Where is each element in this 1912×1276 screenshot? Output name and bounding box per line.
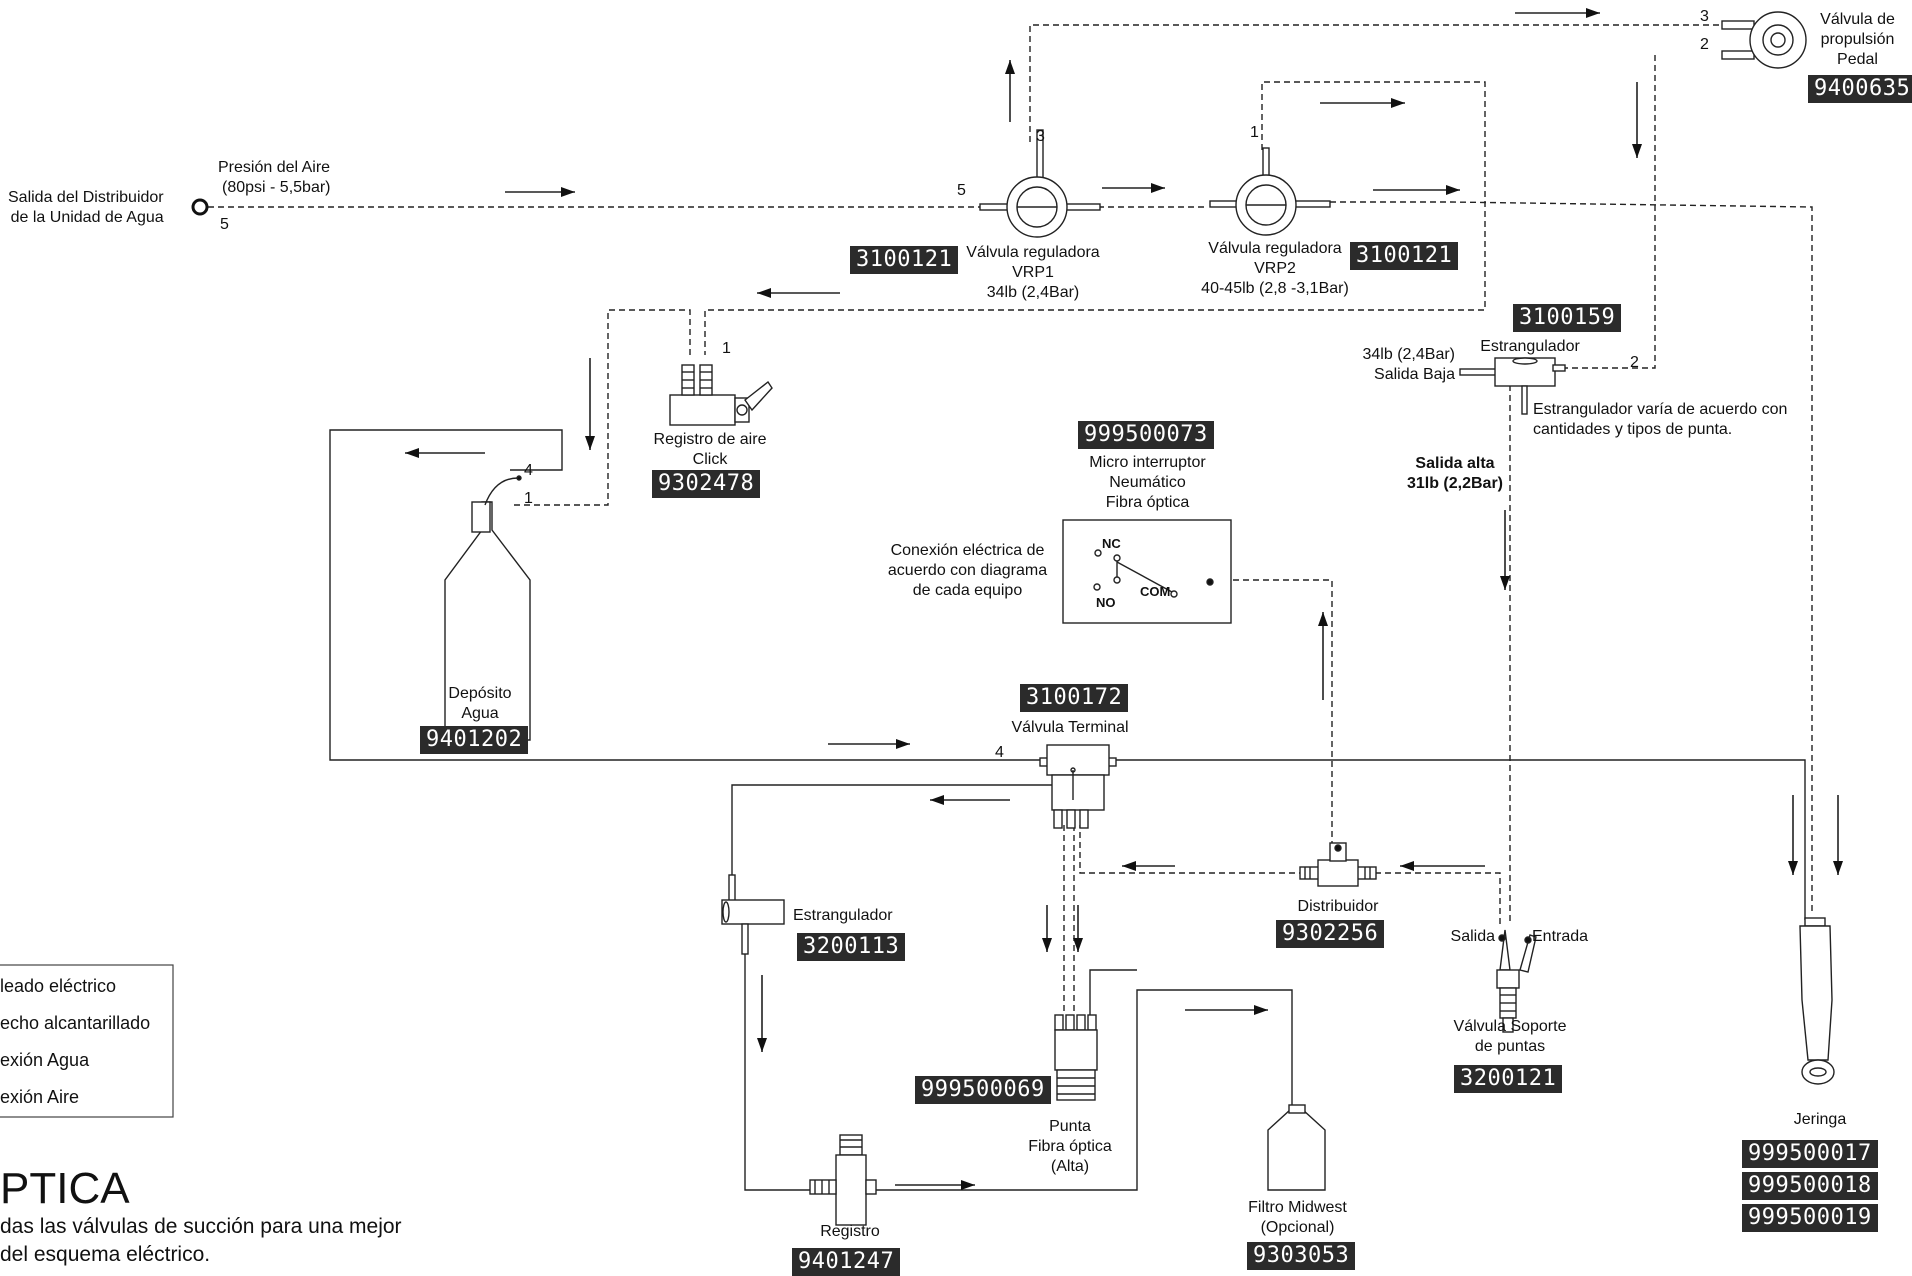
vrp1-label: Válvula reguladora VRP1 34lb (2,4Bar): [966, 244, 1100, 301]
terminal-port: 4: [995, 744, 1004, 761]
flow-arrows: [405, 8, 1843, 1190]
source-port-icon: [191, 198, 209, 216]
tank-code: 9401202: [420, 726, 529, 754]
footer-line-1: das las válvulas de succión para una mej…: [0, 1215, 402, 1238]
tip-support-in: Entrada: [1532, 928, 1589, 945]
micro-code: 999500073: [1078, 421, 1214, 449]
micro-switch-icon: [1062, 519, 1232, 624]
tip-support-label: Válvula Soporte de puntas: [1453, 1018, 1567, 1055]
legend-box: [0, 964, 174, 1118]
filter-icon: [1267, 1104, 1326, 1191]
choke-top-low-output: 34lb (2,4Bar) Salida Baja: [1362, 346, 1456, 383]
water-lines: [329, 429, 1806, 1191]
terminal-label: Válvula Terminal: [1011, 719, 1129, 736]
vrp1-code: 3100121: [850, 246, 959, 274]
choke-top-port: 2: [1630, 354, 1639, 371]
vrp2-valve-icon: [1209, 147, 1331, 236]
pedal-label: Válvula de propulsión Pedal: [1820, 11, 1895, 68]
tip-label: Punta Fibra óptica (Alta): [1028, 1118, 1112, 1175]
air-click-port: 1: [722, 340, 731, 357]
distributor-code: 9302256: [1276, 920, 1385, 948]
micro-nc: NC: [1102, 536, 1121, 551]
tank-port-1: 1: [524, 490, 533, 507]
air-lines: [208, 24, 1813, 1015]
choke-top-note: Estrangulador varía de acuerdo con canti…: [1533, 401, 1788, 438]
choke-top-icon: [1459, 357, 1566, 415]
tip-support-code: 3200121: [1454, 1065, 1563, 1093]
tip-code: 999500069: [915, 1076, 1051, 1104]
vrp2-code: 3100121: [1350, 242, 1459, 270]
legend-item-drain: echo alcantarillado: [0, 1013, 151, 1033]
choke-bottom-code: 3200113: [797, 933, 906, 961]
syringe-code-3: 999500019: [1742, 1204, 1878, 1232]
pedal-port-3: 3: [1700, 8, 1709, 25]
air-click-code: 9302478: [652, 470, 761, 498]
syringe-icon: [1799, 917, 1835, 1085]
micro-label: Micro interruptor Neumático Fibra óptica: [1089, 454, 1206, 511]
syringe-code-2: 999500018: [1742, 1172, 1878, 1200]
choke-bottom-icon: [721, 874, 785, 955]
pedal-code: 9400635: [1808, 75, 1912, 103]
legend-item-air: exión Aire: [0, 1087, 80, 1107]
tip-support-out: Salida: [1450, 928, 1495, 945]
tip-support-icon: [1496, 929, 1537, 1033]
filter-label: Filtro Midwest (Opcional): [1248, 1199, 1347, 1236]
tip-fiber-icon: [1054, 1014, 1098, 1101]
syringe-code-1: 999500017: [1742, 1140, 1878, 1168]
registro-code: 9401247: [792, 1248, 901, 1276]
registro-label: Registro: [820, 1223, 880, 1240]
micro-com: COM: [1140, 584, 1171, 599]
tank-port-4: 4: [524, 462, 533, 479]
legend-item-electrical: leado eléctrico: [0, 976, 117, 996]
high-output-label: Salida alta 31lb (2,2Bar): [1406, 455, 1504, 492]
filter-code: 9303053: [1247, 1242, 1356, 1270]
air-pressure-label: Presión del Aire (80psi - 5,5bar): [218, 159, 331, 196]
terminal-code: 3100172: [1020, 684, 1129, 712]
choke-top-code: 3100159: [1513, 304, 1622, 332]
distributor-icon: [1299, 842, 1377, 887]
vrp1-port-in: 5: [957, 182, 966, 199]
footer-line-2: del esquema eléctrico.: [0, 1243, 211, 1266]
water-tank-icon: [444, 475, 531, 741]
vrp2-label: Válvula reguladora VRP2 40-45lb (2,8 -3,…: [1201, 240, 1349, 297]
air-click-label: Registro de aire Click: [653, 431, 767, 468]
source-port-number: 5: [220, 216, 229, 233]
distributor-label: Distribuidor: [1297, 898, 1379, 915]
registro-icon: [809, 1134, 877, 1226]
pedal-port-2: 2: [1700, 36, 1709, 53]
vrp2-port-top: 1: [1250, 124, 1259, 141]
vrp1-port-out: 3: [1036, 128, 1045, 145]
air-click-icon: [669, 364, 773, 426]
pedal-valve-icon: [1721, 11, 1807, 69]
choke-top-label: Estrangulador: [1480, 338, 1580, 355]
source-label: Salida del Distribuidor de la Unidad de …: [8, 189, 164, 226]
tank-label: Depósito Agua: [448, 685, 512, 722]
terminal-valve-icon: [1039, 744, 1117, 829]
syringe-label: Jeringa: [1793, 1111, 1847, 1128]
electrical-note: Conexión eléctrica de acuerdo con diagra…: [887, 542, 1048, 599]
vrp1-valve-icon: [979, 129, 1101, 238]
legend-item-water: exión Agua: [0, 1050, 90, 1070]
micro-no: NO: [1096, 595, 1116, 610]
footer-title: PTICA: [0, 1164, 130, 1213]
choke-bottom-label: Estrangulador: [793, 907, 893, 924]
